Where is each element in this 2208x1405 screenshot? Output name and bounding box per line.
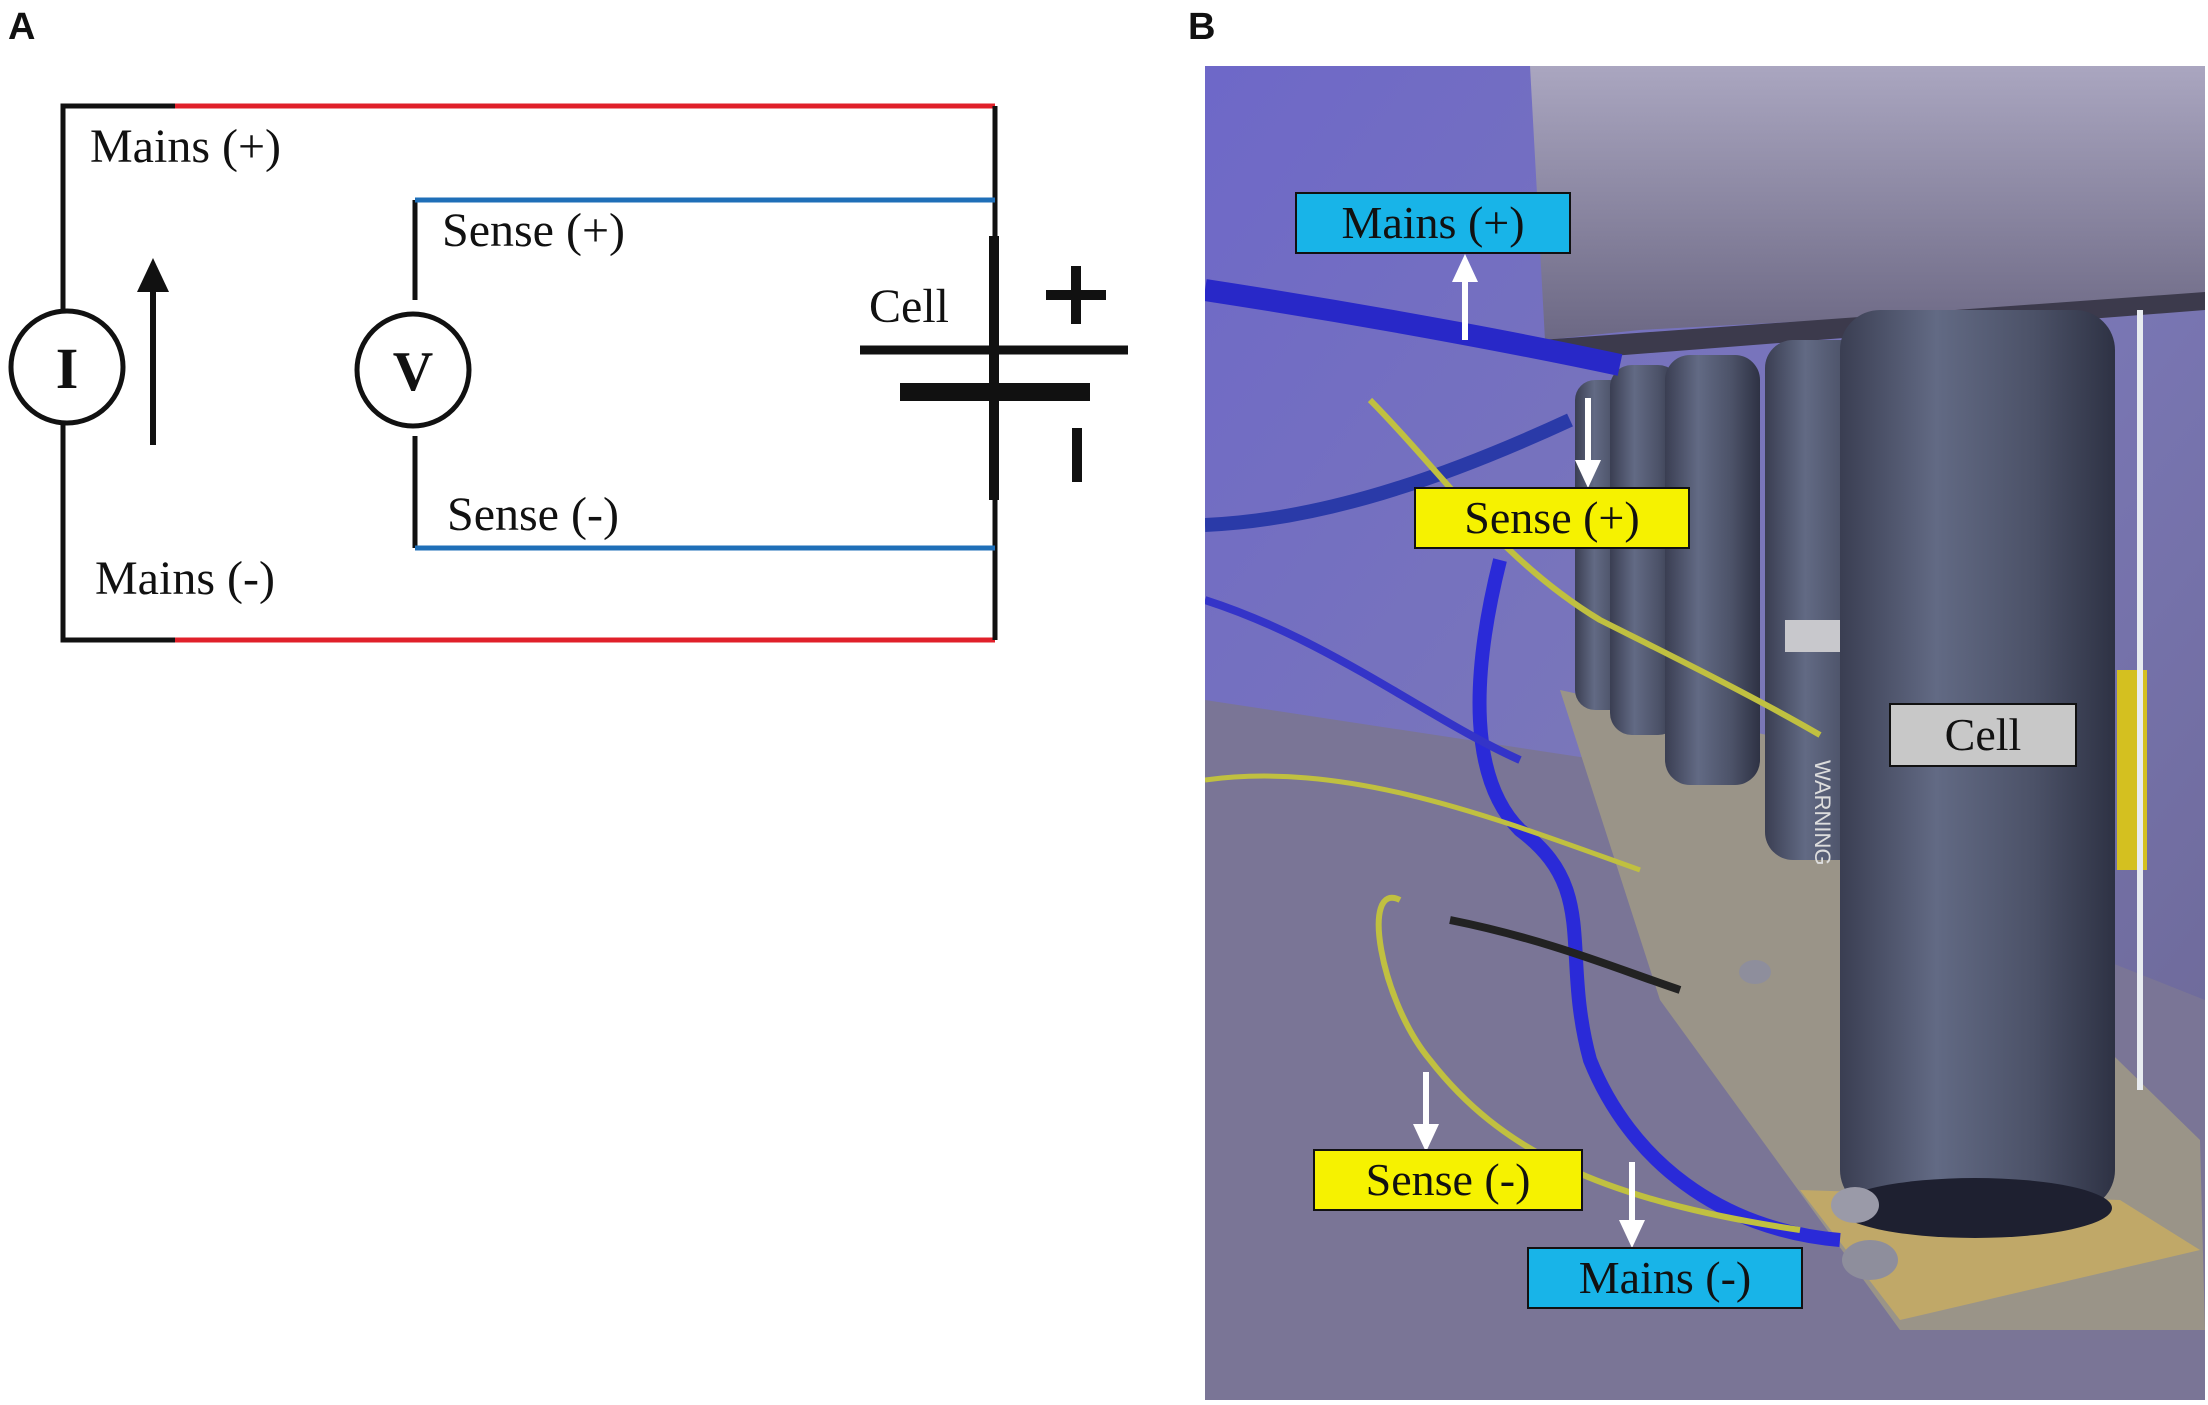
ammeter-circle [8, 308, 126, 426]
sense-minus-photo-label: Sense (-) [1366, 1154, 1531, 1205]
mains-minus-label: Mains (-) [95, 552, 275, 605]
mains-plus-photo-label: Mains (+) [1341, 197, 1524, 248]
voltmeter-label: V [393, 341, 433, 403]
sense-minus-photo-wire [1375, 894, 1801, 1233]
solder-joint-2 [1842, 1240, 1898, 1280]
current-arrow-icon [137, 258, 169, 292]
mains-minus-photo-label: Mains (-) [1579, 1252, 1751, 1303]
voltmeter-circle [354, 311, 472, 429]
blue-wire-2 [1205, 596, 1522, 764]
base-tab [1800, 1190, 2200, 1320]
mains-minus-photo-wire [1472, 558, 1841, 1247]
sense-plus-label: Sense (+) [442, 204, 625, 257]
sense-plus-photo-label: Sense (+) [1464, 492, 1639, 543]
blue-wire-left [1205, 413, 1573, 532]
sense-minus-label: Sense (-) [447, 488, 619, 541]
mains-minus-box: Mains (-) [1527, 1247, 1803, 1309]
cell-box: Cell [1889, 703, 2077, 767]
cell-background-4 [1765, 340, 1880, 860]
mains-minus-arrow-icon [1619, 1162, 1645, 1248]
base-strip [1560, 690, 2205, 1330]
ammeter-label: I [56, 336, 79, 401]
photo-background [1205, 66, 2205, 1400]
cell-main [1840, 310, 2115, 1210]
floor-surface [1205, 700, 2205, 1400]
sense-plus-arrow-icon [1575, 398, 1601, 488]
cell-label: Cell [869, 280, 949, 333]
top-shelf [1530, 66, 2205, 340]
solder-joint-1 [1831, 1187, 1879, 1223]
cell-main-bottom [1838, 1178, 2112, 1238]
cell-background-3 [1665, 355, 1760, 785]
yellow-tape [2117, 670, 2147, 870]
mains-plus-label: Mains (+) [90, 120, 281, 173]
cell-label-strip [1785, 620, 1865, 652]
yellow-wire-1 [1367, 397, 1822, 738]
mains-plus-arrow-icon [1452, 254, 1478, 340]
circuit-diagram: I V Mains (+) Sense (+) Cell Sense (-) M… [8, 103, 1128, 643]
panel-b-letter: B [1188, 6, 1216, 48]
panel-a-letter: A [8, 6, 36, 48]
cell-background-1 [1575, 380, 1630, 710]
cell-background-2 [1610, 365, 1680, 735]
cell-photo-label: Cell [1945, 709, 2022, 760]
yellow-wire-2 [1205, 773, 1641, 873]
mains-plus-photo-wire [1205, 279, 1623, 376]
black-wire [1449, 916, 1682, 994]
sense-minus-arrow-icon [1413, 1072, 1439, 1152]
sense-plus-box: Sense (+) [1414, 487, 1690, 549]
top-shelf-edge [1540, 292, 2205, 360]
mains-plus-box: Mains (+) [1295, 192, 1571, 254]
warning-text: WARNING [1810, 760, 1835, 866]
sense-minus-box: Sense (-) [1313, 1149, 1583, 1211]
solder-joint-3 [1739, 960, 1771, 984]
